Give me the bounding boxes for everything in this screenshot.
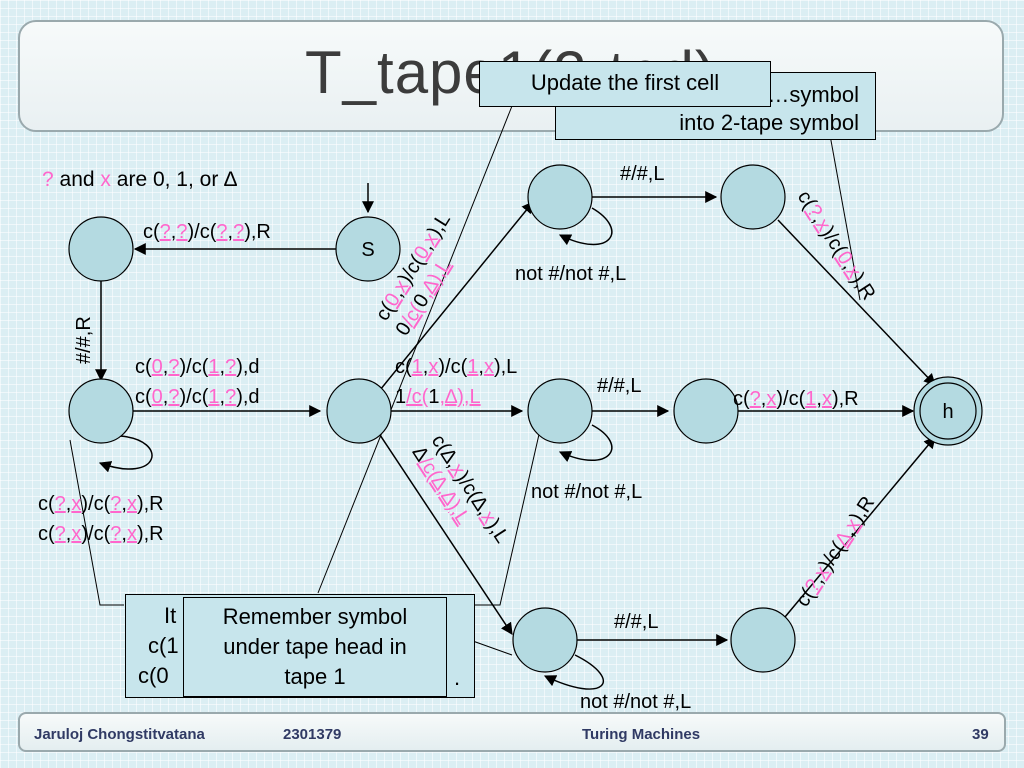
state-h-inner: [919, 382, 977, 440]
callout-behind-line1: It: [164, 603, 177, 628]
state-c: [326, 378, 392, 444]
label-d-to-g: #/#,L: [620, 163, 664, 185]
callout-behind-line2: c(1: [148, 633, 179, 658]
label-c-to-e-1: c(1,x)/c(1,x),L: [395, 356, 517, 378]
callout-behind-line3: c(0: [138, 663, 169, 688]
state-f: [512, 607, 578, 673]
state-b: [68, 378, 134, 444]
callout-remember-line3: tape 1: [284, 664, 346, 689]
footer-author: Jaruloj Chongstitvatana: [34, 726, 205, 743]
label-f-to-j: #/#,L: [614, 611, 658, 633]
label-a-to-b: #/#,R: [73, 316, 95, 364]
edge-c-to-d: [379, 201, 534, 391]
footer-course: 2301379: [283, 726, 342, 743]
callout-update-first-text: Update the first cell: [530, 70, 720, 95]
edge-g-to-h: [777, 219, 936, 386]
legend: ? and x are 0, 1, or ∆: [42, 168, 237, 192]
edge-j-to-h: [784, 436, 936, 618]
callout-remember-line2: under tape head in: [223, 634, 407, 659]
label-e-loop: not #/not #,L: [531, 481, 642, 503]
label-b-to-c-1: c(0,?)/c(1,?),d: [135, 356, 260, 378]
legend-x: x: [100, 168, 111, 191]
label-i-to-h: c(?,x)/c(1,x),R: [733, 388, 859, 410]
footer-page: 39: [972, 726, 989, 743]
label-f-loop: not #/not #,L: [580, 691, 691, 713]
edges: [95, 183, 936, 690]
legend-q: ?: [42, 168, 54, 191]
label-g-to-h: c(?,x)/c(0,x),R: [793, 187, 880, 304]
callout-update-first-cell: Update the first cell: [479, 61, 771, 107]
label-b-loop-1: c(?,x)/c(?,x),R: [38, 493, 164, 515]
edge-d-loop: [558, 207, 613, 246]
label-c-to-e-2: 1/c(1,∆),L: [395, 386, 481, 408]
callout-remember-symbol: Remember symbol under tape head in tape …: [183, 597, 447, 697]
legend-and: and: [59, 168, 95, 191]
state-s-label: S: [361, 239, 374, 261]
states: [68, 164, 983, 673]
state-s: [335, 216, 401, 282]
callout-convert-line2: into 2-tape symbol: [679, 110, 859, 135]
state-d: [527, 164, 593, 230]
state-e: [527, 378, 593, 444]
label-s-to-a: c(?,?)/c(?,?),R: [143, 221, 271, 243]
edge-e-loop: [558, 424, 613, 462]
state-i: [673, 378, 739, 444]
legend-rest: are 0, 1, or ∆: [116, 168, 238, 191]
edge-c-to-f: [377, 431, 513, 635]
footer-bar: Jaruloj Chongstitvatana 2301379 Turing M…: [18, 712, 1006, 752]
state-a: [68, 216, 134, 282]
state-g: [720, 164, 786, 230]
label-b-to-c-2: c(0,?)/c(1,?),d: [135, 386, 260, 408]
label-b-loop-2: c(?,x)/c(?,x),R: [38, 523, 164, 545]
edge-b-loop: [98, 435, 153, 473]
label-j-to-h: c(?,x)/c(∆,x),R: [792, 492, 879, 610]
callout-behind-dot: .: [454, 665, 461, 690]
label-e-to-i: #/#,L: [597, 375, 641, 397]
edge-f-loop: [543, 654, 605, 690]
footer-topic: Turing Machines: [582, 726, 701, 743]
callout-convert-line1: …symbol: [767, 82, 859, 107]
callout-remember-line1: Remember symbol: [222, 604, 408, 629]
state-j: [730, 607, 796, 673]
callout-pointers: [69, 105, 861, 656]
label-d-loop: not #/not #,L: [515, 263, 626, 285]
state-h-label: h: [942, 401, 953, 423]
